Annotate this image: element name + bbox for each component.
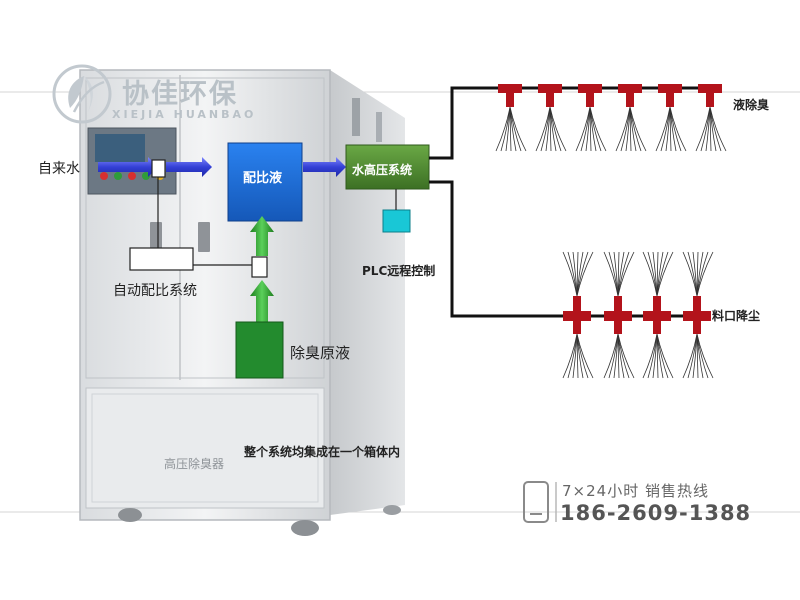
lower-nozzle	[642, 251, 674, 379]
upper-nozzle-row	[495, 84, 727, 152]
label-water-in: 自来水	[38, 161, 80, 177]
upper-nozzle	[575, 84, 607, 152]
hotline-hours: 7×24小时 销售热线	[562, 482, 709, 500]
label-plc: PLC远程控制	[362, 264, 436, 278]
label-hp-system: 水高压系统	[352, 163, 413, 177]
label-caption: 整个系统均集成在一个箱体内	[244, 445, 401, 459]
hp-system-box	[345, 144, 430, 190]
inlet-valve	[151, 159, 166, 178]
hotline-phone: 186-2609-1388	[560, 501, 752, 525]
leaf-logo-icon	[52, 64, 112, 124]
green-arrow-upper	[250, 216, 274, 256]
green-arrow-lower	[250, 280, 274, 322]
upper-nozzle	[535, 84, 567, 152]
valve-to-tank-arrow	[166, 157, 212, 177]
logo-pinyin: XIEJIA HUANBAO	[112, 108, 257, 121]
pipe-upper	[429, 86, 722, 160]
cabinet-plate-text: 高压除臭器	[164, 456, 224, 471]
auto-ratio-box	[129, 247, 194, 271]
upper-nozzle	[495, 84, 527, 152]
lower-nozzle	[603, 251, 635, 379]
label-out-deodor: 液除臭	[733, 98, 770, 112]
plc-module	[382, 209, 411, 233]
upper-nozzle	[695, 84, 727, 152]
concentrate-box	[235, 321, 284, 379]
water-in-arrow	[98, 157, 158, 177]
cabinet	[79, 69, 405, 536]
label-mixing-tank: 配比液	[243, 171, 283, 186]
logo-name: 协佳环保	[122, 79, 238, 110]
label-concentrate: 除臭原液	[290, 344, 351, 362]
phone-icon	[523, 481, 549, 523]
mixing-tank-box	[227, 142, 303, 222]
label-auto-ratio: 自动配比系统	[113, 283, 197, 299]
lower-nozzle	[562, 251, 594, 379]
lower-nozzle	[682, 251, 714, 379]
label-out-dust: 料口降尘	[712, 309, 761, 323]
concentrate-valve	[251, 256, 268, 278]
tank-to-hp-arrow	[303, 157, 346, 177]
lower-nozzle-row	[562, 251, 714, 379]
pipe-lower	[429, 180, 702, 318]
upper-nozzle	[655, 84, 687, 152]
upper-nozzle	[615, 84, 647, 152]
